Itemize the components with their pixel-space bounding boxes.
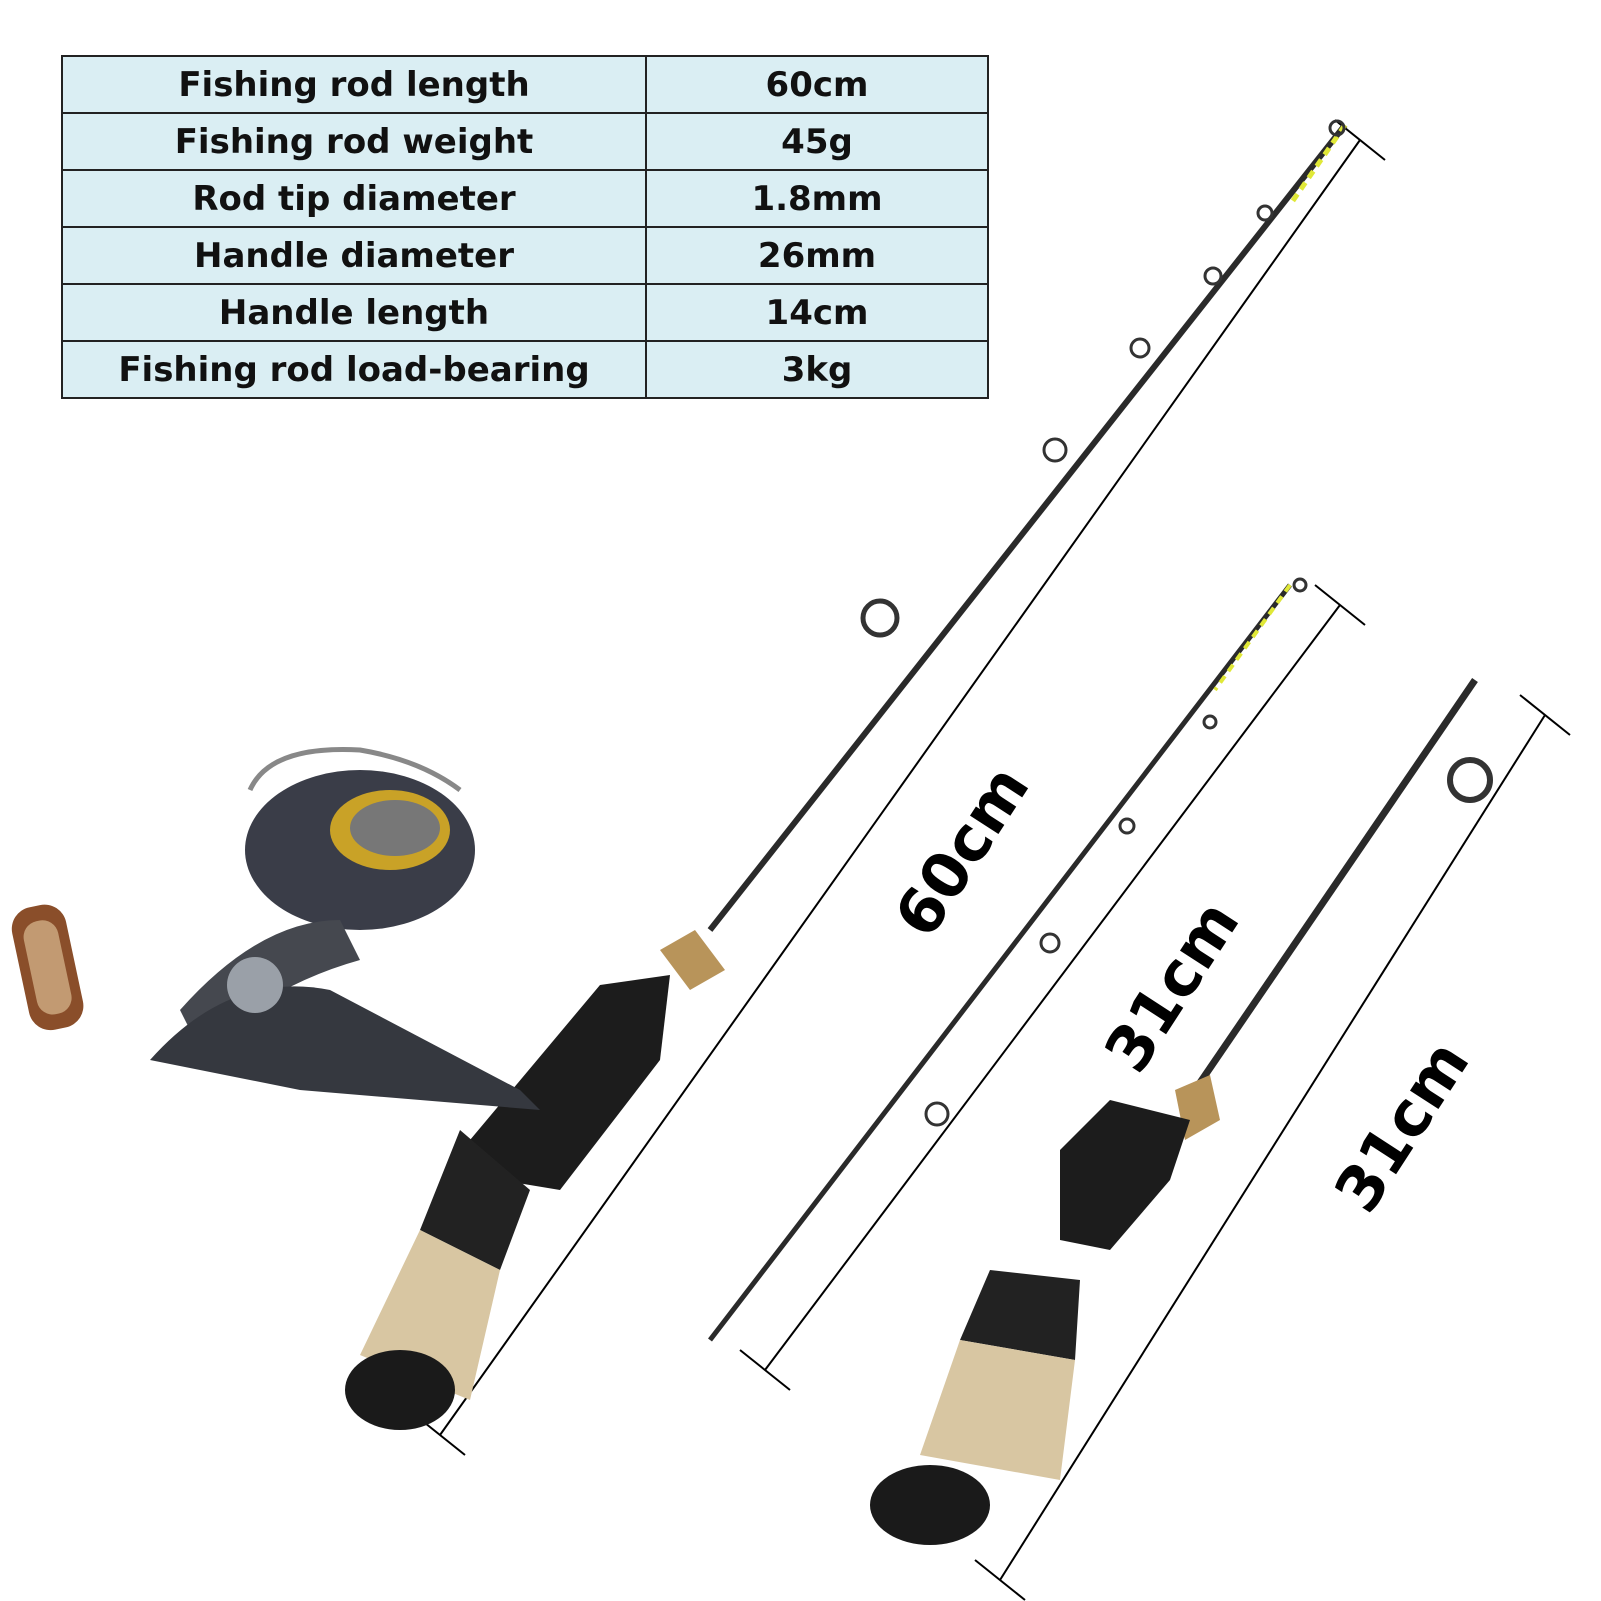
rod-blank [708, 583, 1292, 1342]
rod-guide [860, 598, 900, 638]
cork-rear-grip [920, 1340, 1075, 1480]
spec-row: Handle diameter 26mm [61, 226, 989, 285]
handle-section-rod [870, 678, 1493, 1545]
reel-foot [150, 986, 540, 1110]
rod-guide [1292, 577, 1308, 593]
spec-row: Fishing rod load-bearing 3kg [61, 340, 989, 399]
dimension-line-60cm [414, 119, 1386, 1456]
rod-handle [470, 975, 670, 1190]
rod-tip-yellow [1287, 123, 1348, 207]
spec-label: Handle diameter [61, 226, 647, 285]
butt-cap [345, 1350, 455, 1430]
butt-cap [870, 1465, 990, 1545]
rod-guide [1042, 437, 1068, 463]
rod-handle [1060, 1100, 1190, 1250]
dimension-line-31cm-handle [974, 694, 1571, 1601]
spec-table: Fishing rod length 60cm Fishing rod weig… [61, 55, 989, 399]
reel-spool-inner [350, 800, 440, 856]
spec-label: Rod tip diameter [61, 169, 647, 228]
spec-label: Handle length [61, 283, 647, 342]
cork-foregrip [660, 930, 725, 990]
spec-value: 26mm [645, 226, 989, 285]
spinning-reel [11, 747, 540, 1110]
rod-guide [1039, 932, 1061, 954]
rod-handle-sleeve [960, 1270, 1080, 1360]
spec-row: Fishing rod length 60cm [61, 55, 989, 114]
rod-guide [1328, 119, 1346, 137]
spec-value: 45g [645, 112, 989, 171]
rod-tip-yellow [1213, 583, 1292, 692]
spec-row: Handle length 14cm [61, 283, 989, 342]
rod-guide [1203, 266, 1223, 286]
rod-guide [1129, 337, 1151, 359]
rod-blank [1192, 678, 1478, 1092]
spec-value: 14cm [645, 283, 989, 342]
spec-value: 3kg [645, 340, 989, 399]
rod-guide [1256, 204, 1274, 222]
rod-handle-sleeve [420, 1130, 530, 1270]
spec-row: Fishing rod weight 45g [61, 112, 989, 171]
spec-label: Fishing rod load-bearing [61, 340, 647, 399]
rod-guide [1447, 757, 1493, 803]
rod-guide [1118, 817, 1136, 835]
rod-guide [924, 1101, 950, 1127]
reel-drag-knob [227, 957, 283, 1013]
rod-blank [707, 123, 1348, 932]
spec-row: Rod tip diameter 1.8mm [61, 169, 989, 228]
rod-guide [1202, 714, 1218, 730]
assembled-rod [345, 119, 1348, 1430]
tip-section-rod [708, 577, 1308, 1342]
dimension-line-31cm-tip [739, 584, 1366, 1391]
spec-label: Fishing rod weight [61, 112, 647, 171]
spec-value: 1.8mm [645, 169, 989, 228]
bail-arm [247, 747, 462, 793]
spec-value: 60cm [645, 55, 989, 114]
spec-label: Fishing rod length [61, 55, 647, 114]
